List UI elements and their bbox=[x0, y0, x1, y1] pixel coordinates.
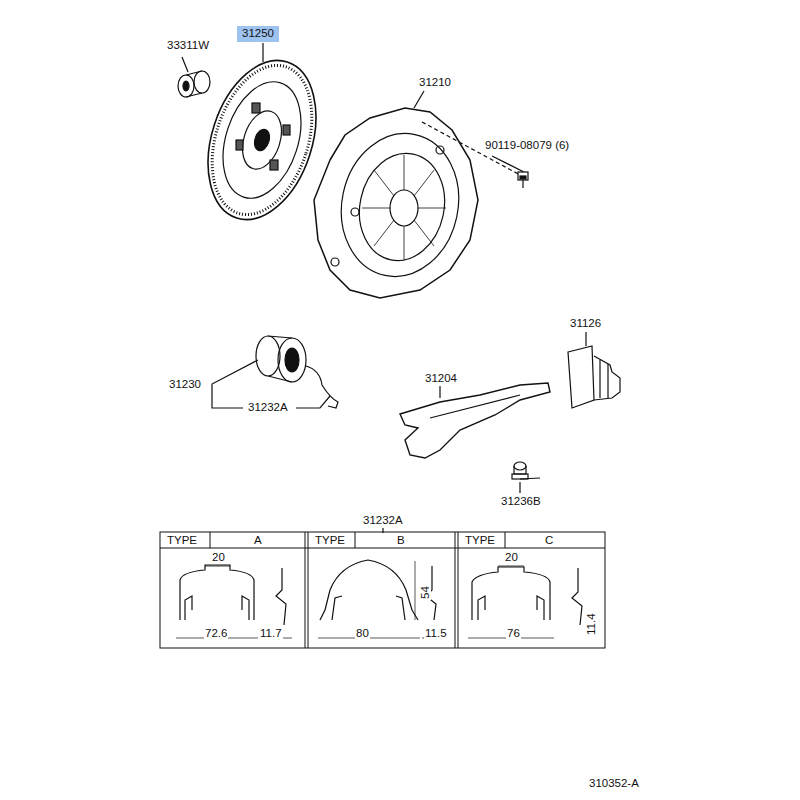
callout-number-holder: 31236B bbox=[500, 496, 542, 508]
leader-line bbox=[519, 482, 520, 493]
leader-line bbox=[262, 43, 263, 62]
dimension: 20 bbox=[211, 551, 226, 563]
callout-number-holder: 31230 bbox=[168, 379, 202, 391]
dimension: 20 bbox=[504, 551, 519, 563]
highlighted-part-number: 31250 bbox=[237, 26, 279, 42]
callout-number: 31232A bbox=[362, 514, 404, 526]
callout-number: 31126 bbox=[569, 317, 602, 329]
dimension: 11.7 bbox=[259, 627, 283, 639]
dimension-holder: 20 bbox=[504, 552, 519, 564]
table-header: TYPE bbox=[464, 534, 496, 546]
callout-number-holder: 31232A bbox=[247, 402, 289, 414]
callout-number: 31250 bbox=[242, 27, 274, 39]
callout-number-holder: 31232A bbox=[362, 515, 404, 527]
table-header-holder: A bbox=[253, 535, 263, 547]
clip-table bbox=[160, 532, 605, 648]
dimension-holder: 20 bbox=[211, 552, 226, 564]
spring-clip bbox=[306, 366, 338, 408]
callout-number: 33311W bbox=[166, 39, 210, 51]
release-fork bbox=[400, 383, 550, 458]
callout-number: 31230 bbox=[168, 378, 202, 390]
dimension: 80 bbox=[355, 627, 370, 639]
callout-number-holder: 90119-08079 (6) bbox=[484, 140, 570, 152]
table-header-holder: TYPE bbox=[166, 535, 198, 547]
callout-number-holder: 31210 bbox=[418, 77, 452, 89]
table-header: B bbox=[396, 534, 406, 546]
callout-number: 31236B bbox=[500, 495, 542, 507]
leader-line bbox=[182, 57, 188, 72]
diagram-code-holder: 310352-A bbox=[588, 778, 640, 790]
fork-boot bbox=[568, 346, 620, 408]
pilot-bearing bbox=[178, 71, 210, 97]
clip-type-a bbox=[176, 565, 292, 638]
diagram-code: 310352-A bbox=[588, 777, 640, 789]
clutch-disc bbox=[189, 47, 335, 234]
callout-number-holder: 31204 bbox=[424, 373, 458, 385]
table-header: A bbox=[253, 534, 263, 546]
table-header: TYPE bbox=[166, 534, 198, 546]
leader-line bbox=[414, 91, 424, 108]
dimension: 72.6 bbox=[204, 627, 228, 639]
leader-line bbox=[439, 386, 440, 398]
callout-number: 31204 bbox=[424, 372, 458, 384]
dimension: 11.4 bbox=[585, 612, 597, 636]
dimension-holder: 80 bbox=[355, 628, 370, 640]
table-header-holder: B bbox=[396, 535, 406, 547]
callout-number: 31210 bbox=[418, 76, 452, 88]
dimension: 11.5 bbox=[424, 627, 448, 639]
dimension-holder: 11.4 bbox=[586, 612, 598, 636]
callout-number-holder: 33311W bbox=[166, 40, 210, 52]
release-bearing bbox=[256, 336, 306, 382]
pivot-stud bbox=[512, 462, 540, 479]
dimension: 76 bbox=[506, 627, 521, 639]
dimension: 54 bbox=[419, 585, 431, 600]
dimension-holder: 54 bbox=[420, 585, 432, 600]
dimension-holder: 76 bbox=[506, 628, 521, 640]
clip-type-b bbox=[318, 560, 448, 638]
bolt bbox=[518, 172, 528, 188]
clip-type-c bbox=[468, 566, 582, 638]
table-header: TYPE bbox=[314, 534, 346, 546]
pressure-plate bbox=[314, 108, 478, 298]
callout-number-holder: 31126 bbox=[569, 318, 602, 330]
callout-number: 31232A bbox=[247, 401, 289, 413]
dimension-holder: 72.6 bbox=[204, 628, 228, 640]
leader-line bbox=[492, 156, 524, 172]
table-header-holder: TYPE bbox=[464, 535, 496, 547]
table-header-holder: TYPE bbox=[314, 535, 346, 547]
leader-line bbox=[585, 332, 586, 346]
callout-number: 90119-08079 (6) bbox=[484, 139, 570, 151]
table-header: C bbox=[544, 534, 554, 546]
leader-line bbox=[296, 396, 330, 408]
table-header-holder: C bbox=[544, 535, 554, 547]
dimension-holder: 11.7 bbox=[259, 628, 283, 640]
dimension-holder: 11.5 bbox=[424, 628, 448, 640]
